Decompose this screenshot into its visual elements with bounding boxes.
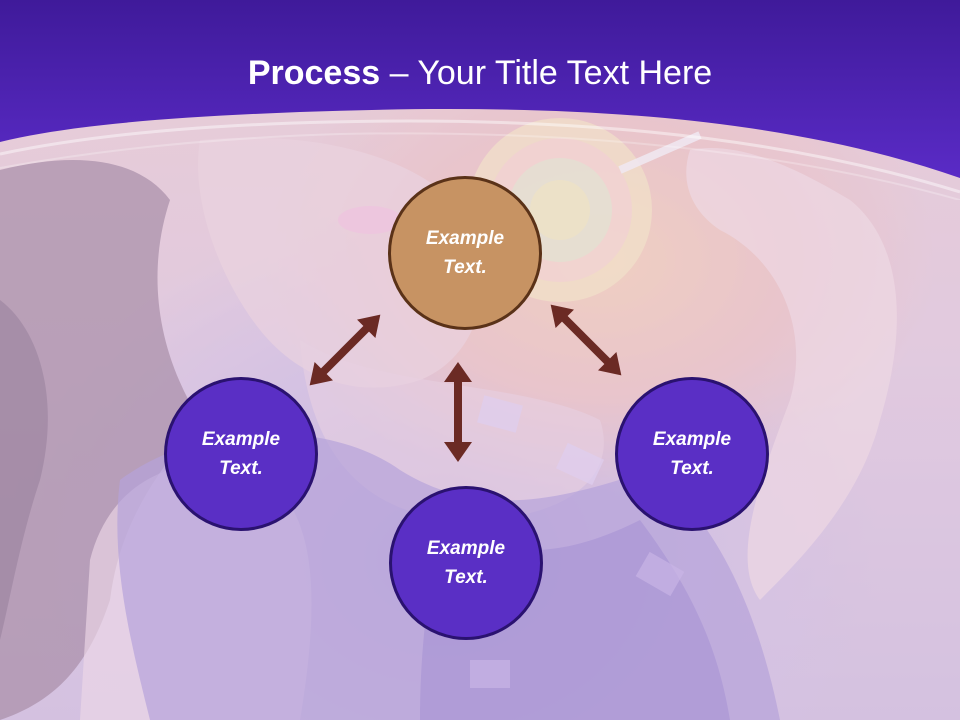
title-rest: – Your Title Text Here [380,54,713,92]
slide-title: Process – Your Title Text Here [0,54,960,93]
arrow-top-left [309,314,381,386]
node-bottom-text: Example Text. [426,538,506,588]
node-top-text: Example Text. [425,228,505,278]
title-banner [0,0,960,200]
arrow-center-vertical [444,362,472,462]
node-left-text: Example Text. [201,429,281,479]
node-bottom: Example Text. [389,486,543,640]
node-left: Example Text. [164,377,318,531]
node-top: Example Text. [388,176,542,330]
title-bold: Process [247,54,381,92]
node-right-text: Example Text. [652,429,732,479]
arrow-top-right [550,304,622,376]
node-right: Example Text. [615,377,769,531]
